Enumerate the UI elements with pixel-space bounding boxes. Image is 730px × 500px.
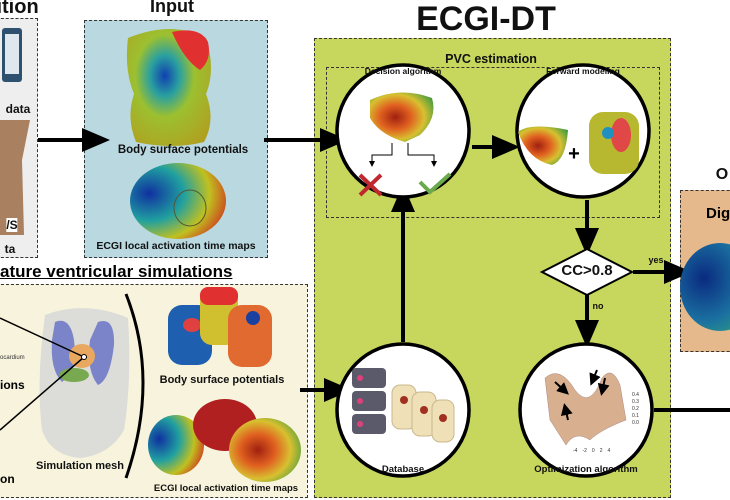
torso-photo — [0, 120, 30, 235]
plot-z-ticks: 0.4 0.3 0.2 0.1 0.0 — [632, 392, 639, 427]
cross-icon — [358, 173, 383, 197]
plot-x-ticks: -4 -2 0 2 4 — [573, 448, 610, 454]
z-tick: 0.4 — [632, 392, 639, 398]
x-tick: -2 — [582, 448, 587, 454]
output-title: O — [715, 166, 729, 183]
check-icon — [418, 172, 452, 195]
simulations-title: ature ventricular simulations — [0, 262, 233, 281]
pvc-estimation-title: PVC estimation — [445, 52, 537, 66]
yes-label: yes — [648, 255, 664, 265]
optimization-algorithm-label: Optimization algorithm — [534, 464, 638, 475]
ecgi-dt-title: ECGI-DT — [416, 0, 556, 38]
bracket — [124, 293, 145, 479]
database-label: Database — [381, 464, 425, 475]
output-subtitle: Dig — [706, 205, 730, 222]
acquisition-title: sition — [0, 0, 39, 18]
x-tick: 2 — [599, 448, 603, 454]
z-tick: 0.3 — [632, 399, 639, 405]
z-tick: 0.0 — [632, 420, 639, 426]
z-tick: 0.2 — [632, 406, 639, 412]
tablet-icon — [2, 28, 22, 82]
x-tick: 4 — [607, 448, 611, 454]
simulations-lat-label: ECGI local activation time maps — [153, 483, 299, 494]
input-heart-map — [130, 163, 226, 239]
simulations-fragment-1: ions — [0, 378, 25, 392]
acquisition-data-label: data — [5, 102, 31, 116]
forward-modeling-label: Forward modeling — [546, 66, 620, 76]
input-title: Input — [150, 0, 194, 16]
decision-heart — [370, 92, 434, 142]
simulation-mesh-label: Simulation mesh — [35, 460, 125, 472]
simulations-bsp-label: Body surface potentials — [159, 374, 285, 386]
endocardium-label: ocardium — [0, 355, 25, 361]
acquisition-data-label-2: ta — [4, 242, 16, 256]
acquisition-vs-label: /S — [6, 218, 18, 232]
cc-threshold-label: CC>0.8 — [561, 262, 613, 279]
output-heart — [680, 243, 730, 331]
decision-algorithm-label: Decision algorithm — [364, 66, 442, 76]
svg-text:+: + — [568, 143, 580, 165]
simulations-fragment-2: on — [0, 472, 15, 486]
cc-decision-diamond — [539, 247, 635, 297]
database-icon — [352, 368, 386, 434]
x-tick: -4 — [573, 448, 578, 454]
x-tick: 0 — [591, 448, 595, 454]
input-lat-label: ECGI local activation time maps — [96, 240, 256, 252]
no-label: no — [592, 301, 604, 311]
input-bsp-label: Body surface potentials — [117, 144, 249, 156]
z-tick: 0.1 — [632, 413, 639, 419]
